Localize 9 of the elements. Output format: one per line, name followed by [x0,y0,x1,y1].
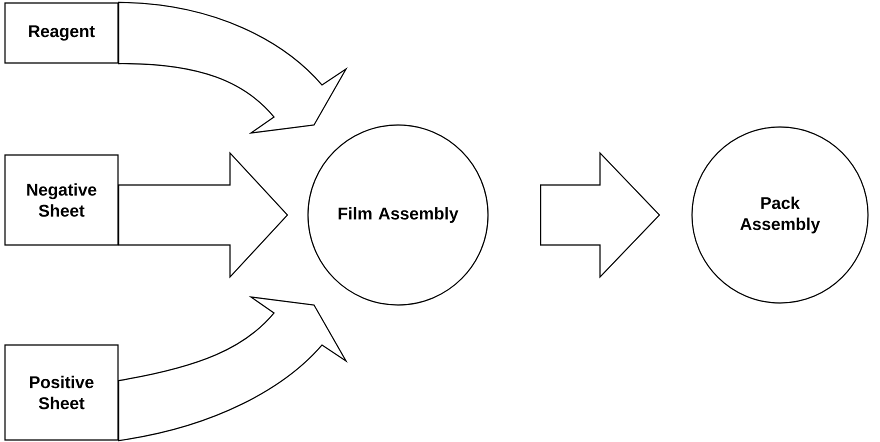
block-arrow [540,152,660,278]
block-arrow [118,296,347,442]
circle-node: Pack Assembly [691,126,869,304]
block-arrow [118,151,288,279]
circle-node: Film Assembly [307,124,489,306]
process-box: Negative Sheet [4,154,119,246]
block-arrow [118,2,347,134]
process-box: Positive Sheet [4,344,119,441]
process-box: Reagent [4,2,119,64]
